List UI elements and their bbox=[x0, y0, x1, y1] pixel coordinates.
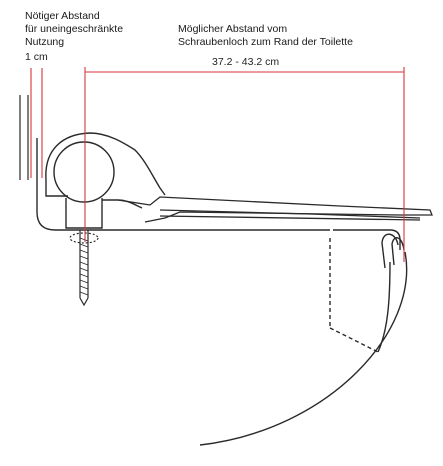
toilet-bowl bbox=[36, 138, 408, 446]
range-label-line1: Möglicher Abstand vom bbox=[178, 23, 288, 35]
min-gap-label-line2: für uneingeschränkte bbox=[25, 23, 124, 35]
min-gap-label-line1: Nötiger Abstand bbox=[25, 10, 100, 22]
dimension-lines bbox=[30, 67, 405, 262]
toilet-seat bbox=[117, 196, 433, 223]
screw bbox=[69, 230, 99, 307]
min-gap-label-line3: Nutzung bbox=[25, 36, 65, 48]
seat-hinge bbox=[45, 132, 166, 229]
range-label-line2: Schraubenloch zum Rand der Toilette bbox=[178, 36, 353, 48]
min-gap-value: 1 cm bbox=[25, 51, 48, 63]
wall bbox=[19, 95, 29, 180]
range-value: 37.2 - 43.2 cm bbox=[212, 56, 280, 68]
